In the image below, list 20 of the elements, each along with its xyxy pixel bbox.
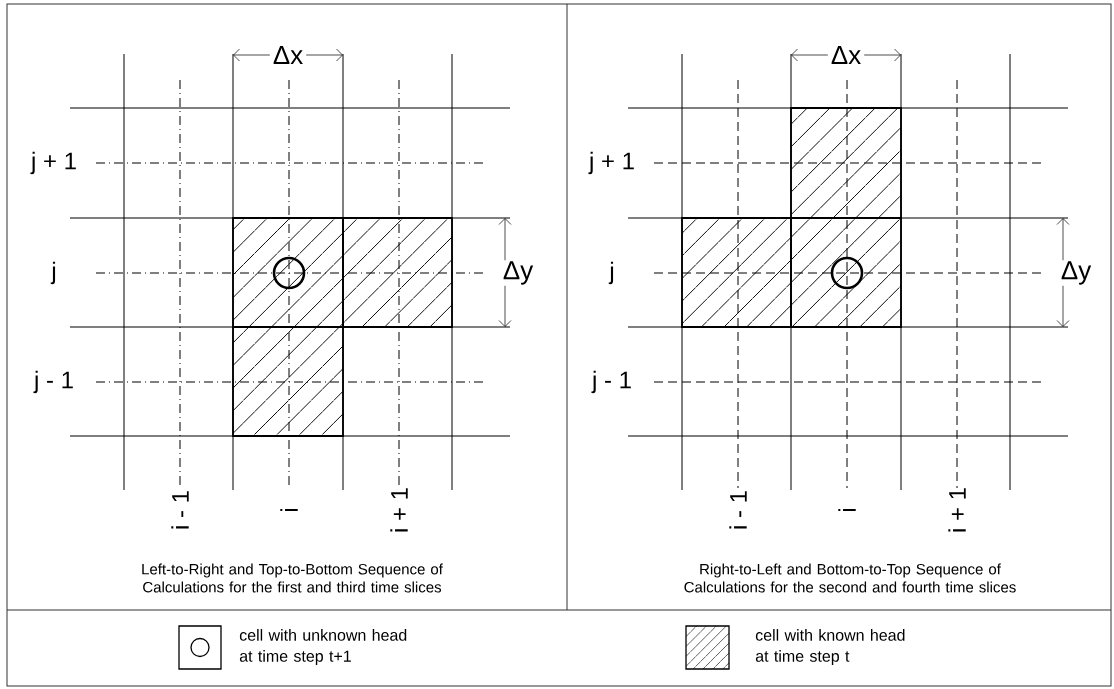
index-label: j + 1 (30, 151, 76, 175)
index-label: j - 1 (591, 370, 631, 394)
index-label: i (280, 508, 298, 512)
index-label: j (608, 261, 614, 285)
index-label: j - 1 (33, 370, 73, 394)
caption: Left-to-Right and Top-to-Bottom Sequence of Calculations for the first and third time slices (142, 563, 443, 593)
index-label: j (50, 261, 56, 285)
caption: Right-to-Left and Bottom-to-Top Sequence of Calculations for the second and fourth time slices (684, 563, 1016, 593)
dimension-label: Δx (827, 45, 865, 65)
index-label: j + 1 (588, 151, 634, 175)
legend-text: cell with known head at time step t (755, 629, 905, 665)
index-label: i - 1 (171, 491, 189, 529)
dimension-label: Δy (499, 260, 537, 286)
index-label: i + 1 (948, 488, 966, 532)
index-label: i + 1 (390, 488, 408, 532)
index-label: i - 1 (729, 491, 747, 529)
dimension-label: Δy (1057, 260, 1095, 286)
index-label: i (838, 508, 856, 512)
legend-text: cell with unknown head at time step t+1 (239, 629, 407, 665)
dimension-label: Δx (269, 45, 307, 65)
